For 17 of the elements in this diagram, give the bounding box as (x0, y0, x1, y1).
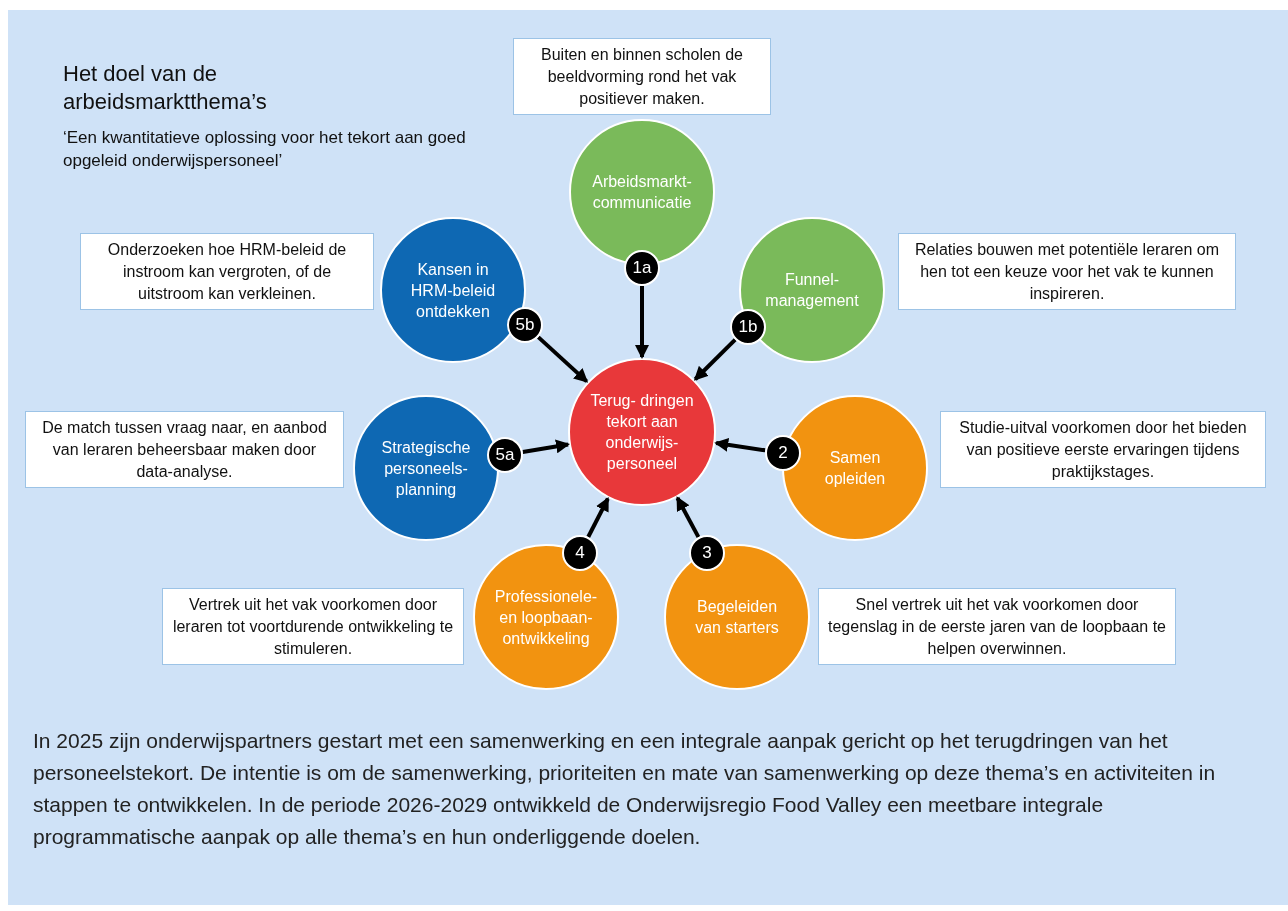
description-box: Vertrek uit het vak voorkomen door leraren tot voortdurende ontwikkeling te stimuleren. (162, 588, 464, 665)
title: Het doel van de arbeidsmarktthema’s (63, 60, 268, 116)
description-box: Studie-uitval voorkomen door het bieden van positieve eerste ervaringen tijdens praktijkstages. (940, 411, 1266, 488)
description-box: Snel vertrek uit het vak voorkomen door tegenslag in de eerste jaren van de loopbaan te helpen overwinnen. (818, 588, 1176, 665)
description-box: Buiten en binnen scholen de beeldvorming rond het vak positiever maken. (513, 38, 771, 115)
arrow (714, 437, 766, 453)
arrow (635, 286, 649, 359)
arrow (536, 335, 589, 383)
description-box: Relaties bouwen met potentiële leraren om hen tot een keuze voor het vak te kunnen inspireren. (898, 233, 1236, 310)
caption-paragraph: In 2025 zijn onderwijspartners gestart met een samenwerking en een integrale aanpak gericht op het terugdringen van het personeelstekort. De intentie is om de samenwerking, prioriteiten en mate van samenwerking op deze thema’s en activiteiten in stappen te ontwikkelen. In de periode 2026-2029 ontwikkeld de Onderwijsregio Food Valley een meetbare integrale programmatische aanpak op alle thema’s en hun onderliggende doelen. (33, 728, 1217, 850)
arrow (522, 439, 570, 454)
description-box: De match tussen vraag naar, en aanbod van leraren beheersbaar maken door data-analyse. (25, 411, 344, 488)
arrow (586, 496, 610, 538)
subtitle: ‘Een kwantitatieve oplossing voor het tekort aan goed opgeleid onderwijspersoneel’ (63, 127, 467, 172)
arrow (693, 338, 737, 381)
arrow (675, 496, 701, 539)
description-box: Onderzoeken hoe HRM-beleid de instroom kan vergroten, of de uitstroom kan verkleinen. (80, 233, 374, 310)
